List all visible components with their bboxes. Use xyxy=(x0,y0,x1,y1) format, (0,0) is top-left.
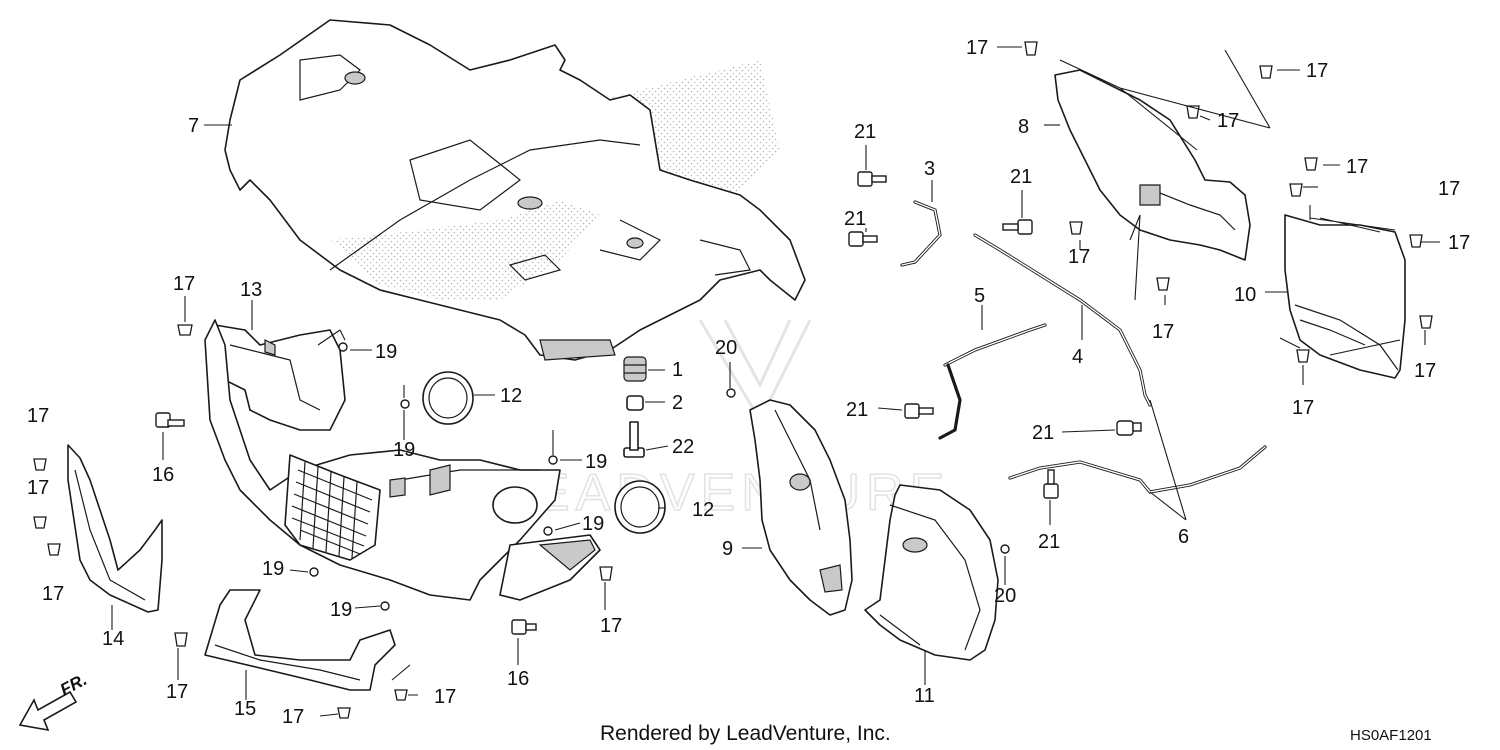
callout-17: 17 xyxy=(1068,246,1090,268)
part-4-stay xyxy=(973,233,1152,407)
arrow-icon xyxy=(18,690,78,732)
callout-labels: 7 13 17 19 12 1 2 22 16 19 19 17 17 17 1… xyxy=(27,37,1470,728)
grille-mesh xyxy=(291,461,373,559)
part-8-mudguard xyxy=(1054,69,1251,261)
callout-20: 20 xyxy=(994,585,1016,607)
fender-hole-2 xyxy=(517,196,543,210)
fasteners xyxy=(33,41,1433,719)
part-1-rubber-mount xyxy=(623,356,647,382)
watermark: LEADVENTURE xyxy=(500,464,950,522)
callout-16: 16 xyxy=(507,668,529,690)
callout-21: 21 xyxy=(1032,422,1054,444)
callout-17: 17 xyxy=(166,681,188,703)
callout-19: 19 xyxy=(582,513,604,535)
callout-19: 19 xyxy=(585,451,607,473)
callout-17: 17 xyxy=(1414,360,1436,382)
callout-17: 17 xyxy=(1346,156,1368,178)
callout-21: 21 xyxy=(854,121,876,143)
fender-hole xyxy=(344,71,366,85)
callout-9: 9 xyxy=(722,538,733,560)
callout-19: 19 xyxy=(262,558,284,580)
direction-label: FR. xyxy=(57,670,90,700)
callout-1: 1 xyxy=(672,359,683,381)
callout-17: 17 xyxy=(600,615,622,637)
callout-19: 19 xyxy=(393,439,415,461)
part-9-side-panel xyxy=(749,399,853,616)
part-6-stay xyxy=(1008,445,1267,494)
callout-21: 21 xyxy=(1010,166,1032,188)
part-14-side-cover xyxy=(67,444,163,613)
callout-21: 21 xyxy=(846,399,868,421)
callout-6: 6 xyxy=(1178,526,1189,548)
callout-14: 14 xyxy=(102,628,124,650)
part-22-bolt xyxy=(623,421,645,458)
diagram-code: HS0AF1201 xyxy=(1350,727,1432,744)
part-3-stay xyxy=(900,200,942,267)
part-15-under-cover xyxy=(204,589,396,691)
fender-speckle xyxy=(330,200,600,300)
callout-5: 5 xyxy=(974,285,985,307)
callout-17: 17 xyxy=(1438,178,1460,200)
callout-10: 10 xyxy=(1234,284,1256,306)
callout-17: 17 xyxy=(27,405,49,427)
callout-3: 3 xyxy=(924,158,935,180)
callout-17: 17 xyxy=(27,477,49,499)
part-12-grommet-b xyxy=(614,480,666,534)
part-2-collar xyxy=(626,395,644,411)
callout-19: 19 xyxy=(330,599,352,621)
grille-opening xyxy=(492,486,538,524)
callout-22: 22 xyxy=(672,436,694,458)
callout-19: 19 xyxy=(375,341,397,363)
callout-17: 17 xyxy=(1448,232,1470,254)
footer-credit: Rendered by LeadVenture, Inc. xyxy=(600,722,891,745)
callout-15: 15 xyxy=(234,698,256,720)
callout-11: 11 xyxy=(914,685,935,707)
callout-8: 8 xyxy=(1018,116,1029,138)
callout-16: 16 xyxy=(152,464,174,486)
callout-17: 17 xyxy=(434,686,456,708)
part-7-front-fender xyxy=(224,19,806,361)
part-11-inner-fender xyxy=(864,484,999,661)
callout-13: 13 xyxy=(240,279,262,301)
callout-12: 12 xyxy=(692,499,714,521)
callout-17: 17 xyxy=(42,583,64,605)
callout-21: 21 xyxy=(1038,531,1060,553)
callout-17: 17 xyxy=(966,37,988,59)
callout-17: 17 xyxy=(1217,110,1239,132)
callout-2: 2 xyxy=(672,392,683,414)
part-13-front-panel xyxy=(214,324,346,431)
callout-7: 7 xyxy=(188,115,199,137)
callout-20: 20 xyxy=(715,337,737,359)
part-5-stay xyxy=(938,323,1047,440)
callout-21: 21 xyxy=(844,208,866,230)
callout-17: 17 xyxy=(1152,321,1174,343)
leader-lines xyxy=(111,46,1440,717)
part-12-grommet-a xyxy=(422,371,474,425)
callout-12: 12 xyxy=(500,385,522,407)
callout-17: 17 xyxy=(1306,60,1328,82)
callout-17: 17 xyxy=(173,273,195,295)
callout-4: 4 xyxy=(1072,346,1083,368)
front-direction-indicator: FR. xyxy=(18,670,90,732)
callout-17: 17 xyxy=(282,706,304,728)
callout-17: 17 xyxy=(1292,397,1314,419)
watermark-logo xyxy=(698,319,812,424)
front-grille-assembly xyxy=(204,319,601,601)
